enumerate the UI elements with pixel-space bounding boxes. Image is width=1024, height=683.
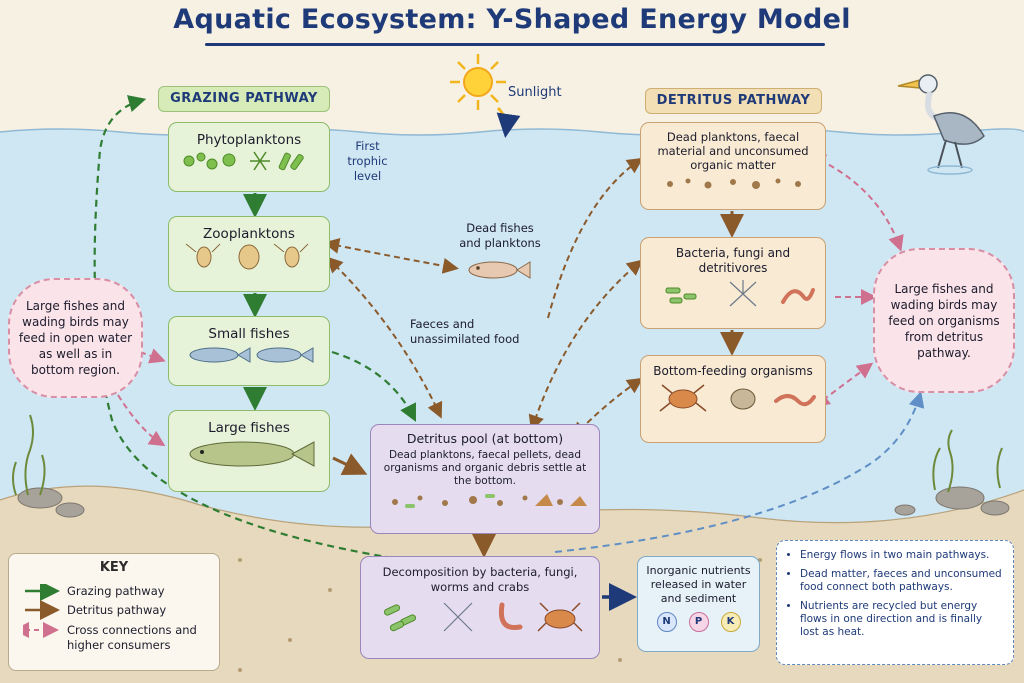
nutrients-box: Inorganic nutrients released in water an… <box>637 556 760 652</box>
detritus-pool-desc: Dead planktons, faecal pellets, dead org… <box>383 449 587 487</box>
phytoplanktons-box: Phytoplanktons <box>168 122 330 192</box>
dead-fishes-label: Dead fishes and planktons <box>459 221 541 250</box>
decomposition-label: Decomposition by bacteria, fungi, worms … <box>382 565 578 594</box>
phytoplankton-icon <box>183 151 304 171</box>
zooplanktons-label: Zooplanktons <box>203 226 295 242</box>
title-underline <box>205 43 825 46</box>
nutrient-p-badge: P <box>688 612 709 632</box>
phytoplanktons-label: Phytoplanktons <box>196 132 302 148</box>
decomposition-box: Decomposition by bacteria, fungi, worms … <box>360 556 600 659</box>
note-item: Energy flows in two main pathways. <box>800 549 1003 562</box>
note-item: Dead matter, faeces and unconsumed food … <box>800 568 1003 594</box>
nutrients-label: Inorganic nutrients released in water an… <box>646 564 751 605</box>
legend-grazing: Grazing pathway <box>67 584 165 598</box>
small-fishes-label: Small fishes <box>208 326 290 342</box>
sediment-debris-icon <box>392 494 587 508</box>
grazing-pathway-banner: GRAZING PATHWAY <box>158 86 330 112</box>
large-fishes-label: Large fishes <box>208 420 290 436</box>
decomposer-group-icon <box>383 602 583 632</box>
legend-cross: Cross connections and higher consumers <box>67 623 197 652</box>
faeces-label: Faeces and unassimilated food <box>410 317 520 346</box>
first-trophic-level-label: First trophic level <box>347 139 388 183</box>
dead-matter-label: Dead planktons, faecal material and unco… <box>657 130 809 172</box>
dead-matter-box: Dead planktons, faecal material and unco… <box>640 122 826 210</box>
legend-key: KEY Grazing pathway Detritus pathway Cro… <box>8 553 220 671</box>
note-item: Nutrients are recycled but energy flows … <box>800 600 1003 639</box>
legend-detritus: Detritus pathway <box>67 603 167 617</box>
dead-fish-icon <box>468 261 531 279</box>
detritus-pathway-banner: DETRITUS PATHWAY <box>645 88 822 114</box>
zooplanktons-box: Zooplanktons <box>168 216 330 292</box>
heron-icon <box>897 74 985 175</box>
nutrient-n-badge: N <box>656 612 677 632</box>
detritus-pool-box: Detritus pool (at bottom) Dead planktons… <box>370 424 600 534</box>
large-fishes-box: Large fishes <box>168 410 330 492</box>
bottom-feeding-box: Bottom-feeding organisms <box>640 355 826 443</box>
left-consumers-cloud: Large fishes and wading birds may feed i… <box>8 278 143 398</box>
large-fish-icon <box>189 441 315 467</box>
small-fishes-box: Small fishes <box>168 316 330 386</box>
legend-symbols <box>23 584 60 638</box>
decomposer-icon <box>665 280 815 307</box>
sunlight-label: Sunlight <box>508 85 562 100</box>
zooplankton-icon <box>185 243 309 270</box>
organic-debris-icon <box>667 178 801 189</box>
bottom-feeding-label: Bottom-feeding organisms <box>653 364 813 378</box>
page-title: Aquatic Ecosystem: Y-Shaped Energy Model <box>173 4 851 35</box>
crab-icon <box>659 384 816 412</box>
sun-icon <box>450 54 506 110</box>
legend-title: KEY <box>99 560 129 575</box>
detritus-pool-title: Detritus pool (at bottom) <box>406 431 564 446</box>
bacteria-fungi-label: Bacteria, fungi and detritivores <box>675 246 791 275</box>
nutrient-k-badge: K <box>720 612 741 632</box>
bacteria-fungi-box: Bacteria, fungi and detritivores <box>640 237 826 329</box>
right-consumers-cloud: Large fishes and wading birds may feed o… <box>873 248 1015 393</box>
small-fish-icon <box>189 347 314 363</box>
summary-notes: Energy flows in two main pathways. Dead … <box>776 540 1014 665</box>
